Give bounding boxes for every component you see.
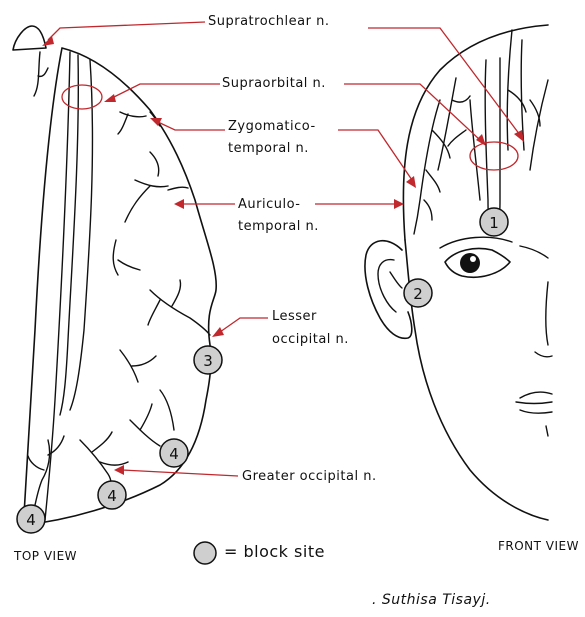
block-site-top-4b: 4 bbox=[98, 481, 126, 509]
block-site-front-2: 2 bbox=[404, 279, 432, 307]
label-auriculotemporal-line1: Auriculo- bbox=[238, 196, 300, 213]
front-view-face bbox=[365, 25, 552, 520]
label-supratrochlear: Supratrochlear n. bbox=[208, 13, 329, 30]
legend-text: = block site bbox=[224, 543, 325, 560]
block-site-top-4c: 4 bbox=[17, 505, 45, 533]
view-label-top: TOP VIEW bbox=[14, 548, 77, 565]
legend-circle bbox=[194, 542, 216, 564]
svg-text:4: 4 bbox=[169, 445, 179, 463]
label-auriculotemporal-line2: temporal n. bbox=[238, 218, 319, 235]
label-supraorbital: Supraorbital n. bbox=[222, 75, 326, 92]
signature: . Suthisa Tisayj. bbox=[372, 592, 491, 609]
svg-text:2: 2 bbox=[413, 285, 423, 303]
label-lesser-occipital-line2: occipital n. bbox=[272, 331, 349, 348]
top-view-nose bbox=[13, 26, 46, 50]
svg-text:1: 1 bbox=[489, 214, 499, 232]
block-site-top-3: 3 bbox=[194, 346, 222, 374]
svg-text:4: 4 bbox=[26, 511, 36, 529]
front-view-hairline bbox=[403, 25, 548, 240]
label-lesser-occipital-line1: Lesser bbox=[272, 308, 317, 325]
label-greater-occipital: Greater occipital n. bbox=[242, 468, 377, 485]
svg-text:3: 3 bbox=[203, 352, 213, 370]
view-label-front: FRONT VIEW bbox=[498, 538, 579, 555]
svg-text:4: 4 bbox=[107, 487, 117, 505]
label-zygomaticotemporal-line2: temporal n. bbox=[228, 140, 309, 157]
label-zygomaticotemporal-line1: Zygomatico- bbox=[228, 118, 316, 135]
block-site-front-1: 1 bbox=[480, 208, 508, 236]
block-site-top-4a: 4 bbox=[160, 439, 188, 467]
